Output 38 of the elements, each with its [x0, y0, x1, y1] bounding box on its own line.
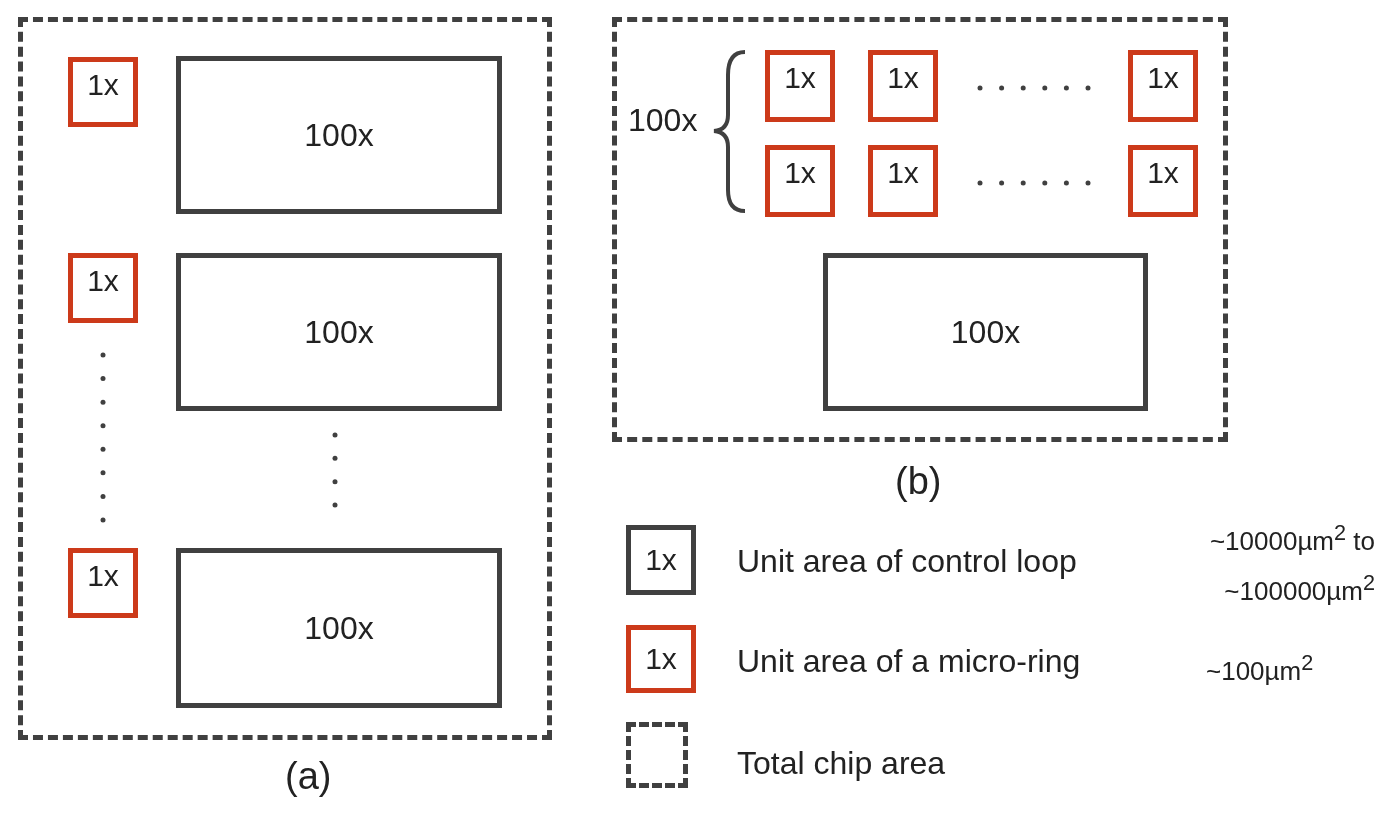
area-multiplier: 1x [887, 156, 919, 190]
legend-key: 1x [626, 525, 696, 595]
area-multiplier: 1x [87, 68, 119, 102]
micro-ring-box [68, 548, 138, 618]
area-multiplier: 1x [87, 264, 119, 298]
area-multiplier: 100x [950, 313, 1021, 351]
area-multiplier: 100x [304, 313, 374, 351]
legend-text: Unit area of a micro-ring [737, 643, 1081, 680]
chip-area-outline [612, 17, 1228, 442]
control-loop-box [823, 253, 1148, 411]
legend-key: 1x [626, 625, 696, 693]
area-multiplier: 1x [1147, 61, 1179, 95]
micro-ring-box [1128, 145, 1198, 217]
panel-caption: (b) [895, 460, 942, 503]
micro-ring-box [68, 57, 138, 127]
legend-text: Total chip area [737, 745, 946, 782]
brace-label: 100x [628, 102, 698, 139]
micro-ring-box [1128, 50, 1198, 122]
area-multiplier: 1x [1147, 156, 1179, 190]
control-loop-box [176, 56, 502, 214]
area-multiplier: 100x [304, 116, 374, 154]
area-multiplier: 100x [304, 609, 374, 647]
micro-ring-box [765, 50, 835, 122]
micro-ring-box [868, 145, 938, 217]
chip-area-outline [18, 17, 552, 740]
panel-caption: (a) [285, 755, 332, 798]
control-loop-box [176, 253, 502, 411]
area-value: ~10000µm$^{2}$ to ~100000µm$^{2}$ [1208, 519, 1375, 608]
area-multiplier: 1x [87, 559, 119, 593]
micro-ring-box [68, 253, 138, 323]
area-multiplier: 1x [887, 61, 919, 95]
control-loop-box [176, 548, 502, 708]
micro-ring-box [868, 50, 938, 122]
area-multiplier: 1x [784, 61, 816, 95]
area-multiplier: 1x [784, 156, 816, 190]
micro-ring-box [765, 145, 835, 217]
legend-text: Unit area of control loop [737, 543, 1077, 580]
area-value: ~100µm$^{2}$ [1206, 650, 1314, 687]
